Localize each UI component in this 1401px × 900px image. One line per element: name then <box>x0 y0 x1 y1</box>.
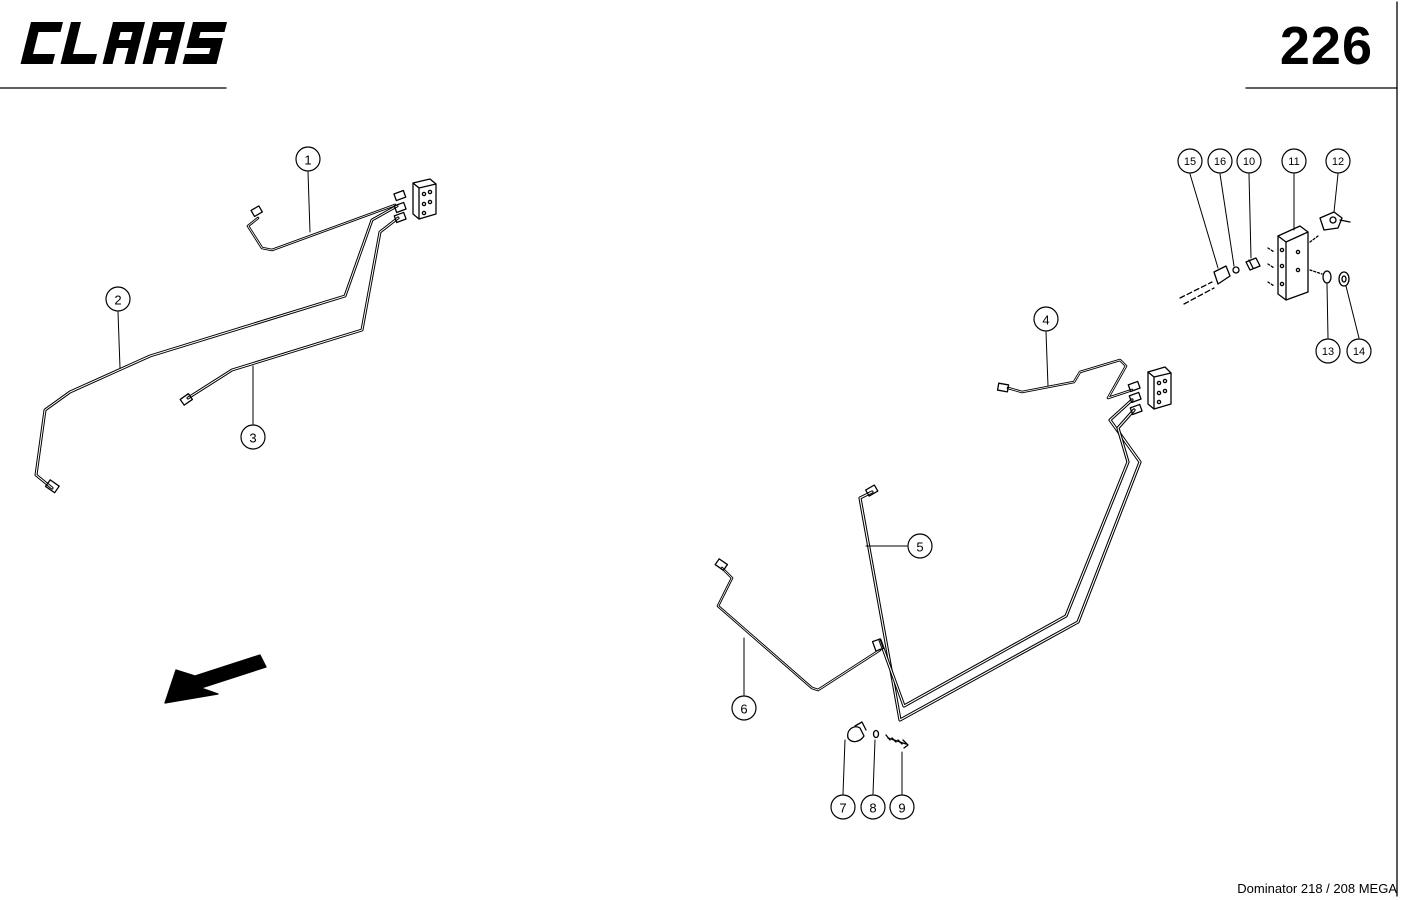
hose-line-3 <box>179 211 407 406</box>
clamp-part-7 <box>847 721 867 743</box>
hose-line-4 <box>996 358 1141 400</box>
callout-6: 6 <box>740 702 747 717</box>
callout-13: 13 <box>1322 346 1334 358</box>
nut-part-14 <box>1338 271 1350 287</box>
fitting-part-12 <box>1319 211 1351 231</box>
callout-7: 7 <box>839 801 846 816</box>
callout-2: 2 <box>114 293 121 308</box>
travel-direction-arrow <box>164 654 267 704</box>
callout-12: 12 <box>1332 156 1344 168</box>
callout-3: 3 <box>249 431 256 446</box>
callout-1: 1 <box>304 153 311 168</box>
adapter-part-15 <box>1179 265 1231 305</box>
hose-line-5 <box>858 398 1142 722</box>
hose-line-1 <box>246 189 407 252</box>
machine-model-label: Dominator 218 / 208 MEGA <box>1237 881 1397 896</box>
callout-8: 8 <box>869 801 876 816</box>
callout-circles <box>105 146 1372 820</box>
hose-line-2 <box>34 201 407 494</box>
callout-10: 10 <box>1243 156 1255 168</box>
distribution-block-left <box>412 178 437 220</box>
hose-line-6 <box>714 558 885 692</box>
valve-block-11 <box>1267 225 1323 301</box>
seal-part-16 <box>1232 266 1240 274</box>
distribution-block-right <box>1147 366 1172 410</box>
callout-14: 14 <box>1353 346 1365 358</box>
callout-16: 16 <box>1214 156 1226 168</box>
bolt-part-9 <box>885 734 909 749</box>
callout-4: 4 <box>1042 313 1049 328</box>
hose-line-5-parallel <box>878 391 1143 708</box>
claas-logo <box>20 22 228 64</box>
union-part-10 <box>1245 257 1261 271</box>
leader-lines <box>117 171 1360 795</box>
page-number: 226 <box>1279 16 1373 76</box>
seal-ring-13 <box>1322 270 1332 284</box>
callout-11: 11 <box>1288 156 1299 168</box>
callout-5: 5 <box>916 540 923 555</box>
callout-15: 15 <box>1184 156 1196 168</box>
washer-part-8 <box>872 729 880 739</box>
callout-9: 9 <box>898 801 905 816</box>
